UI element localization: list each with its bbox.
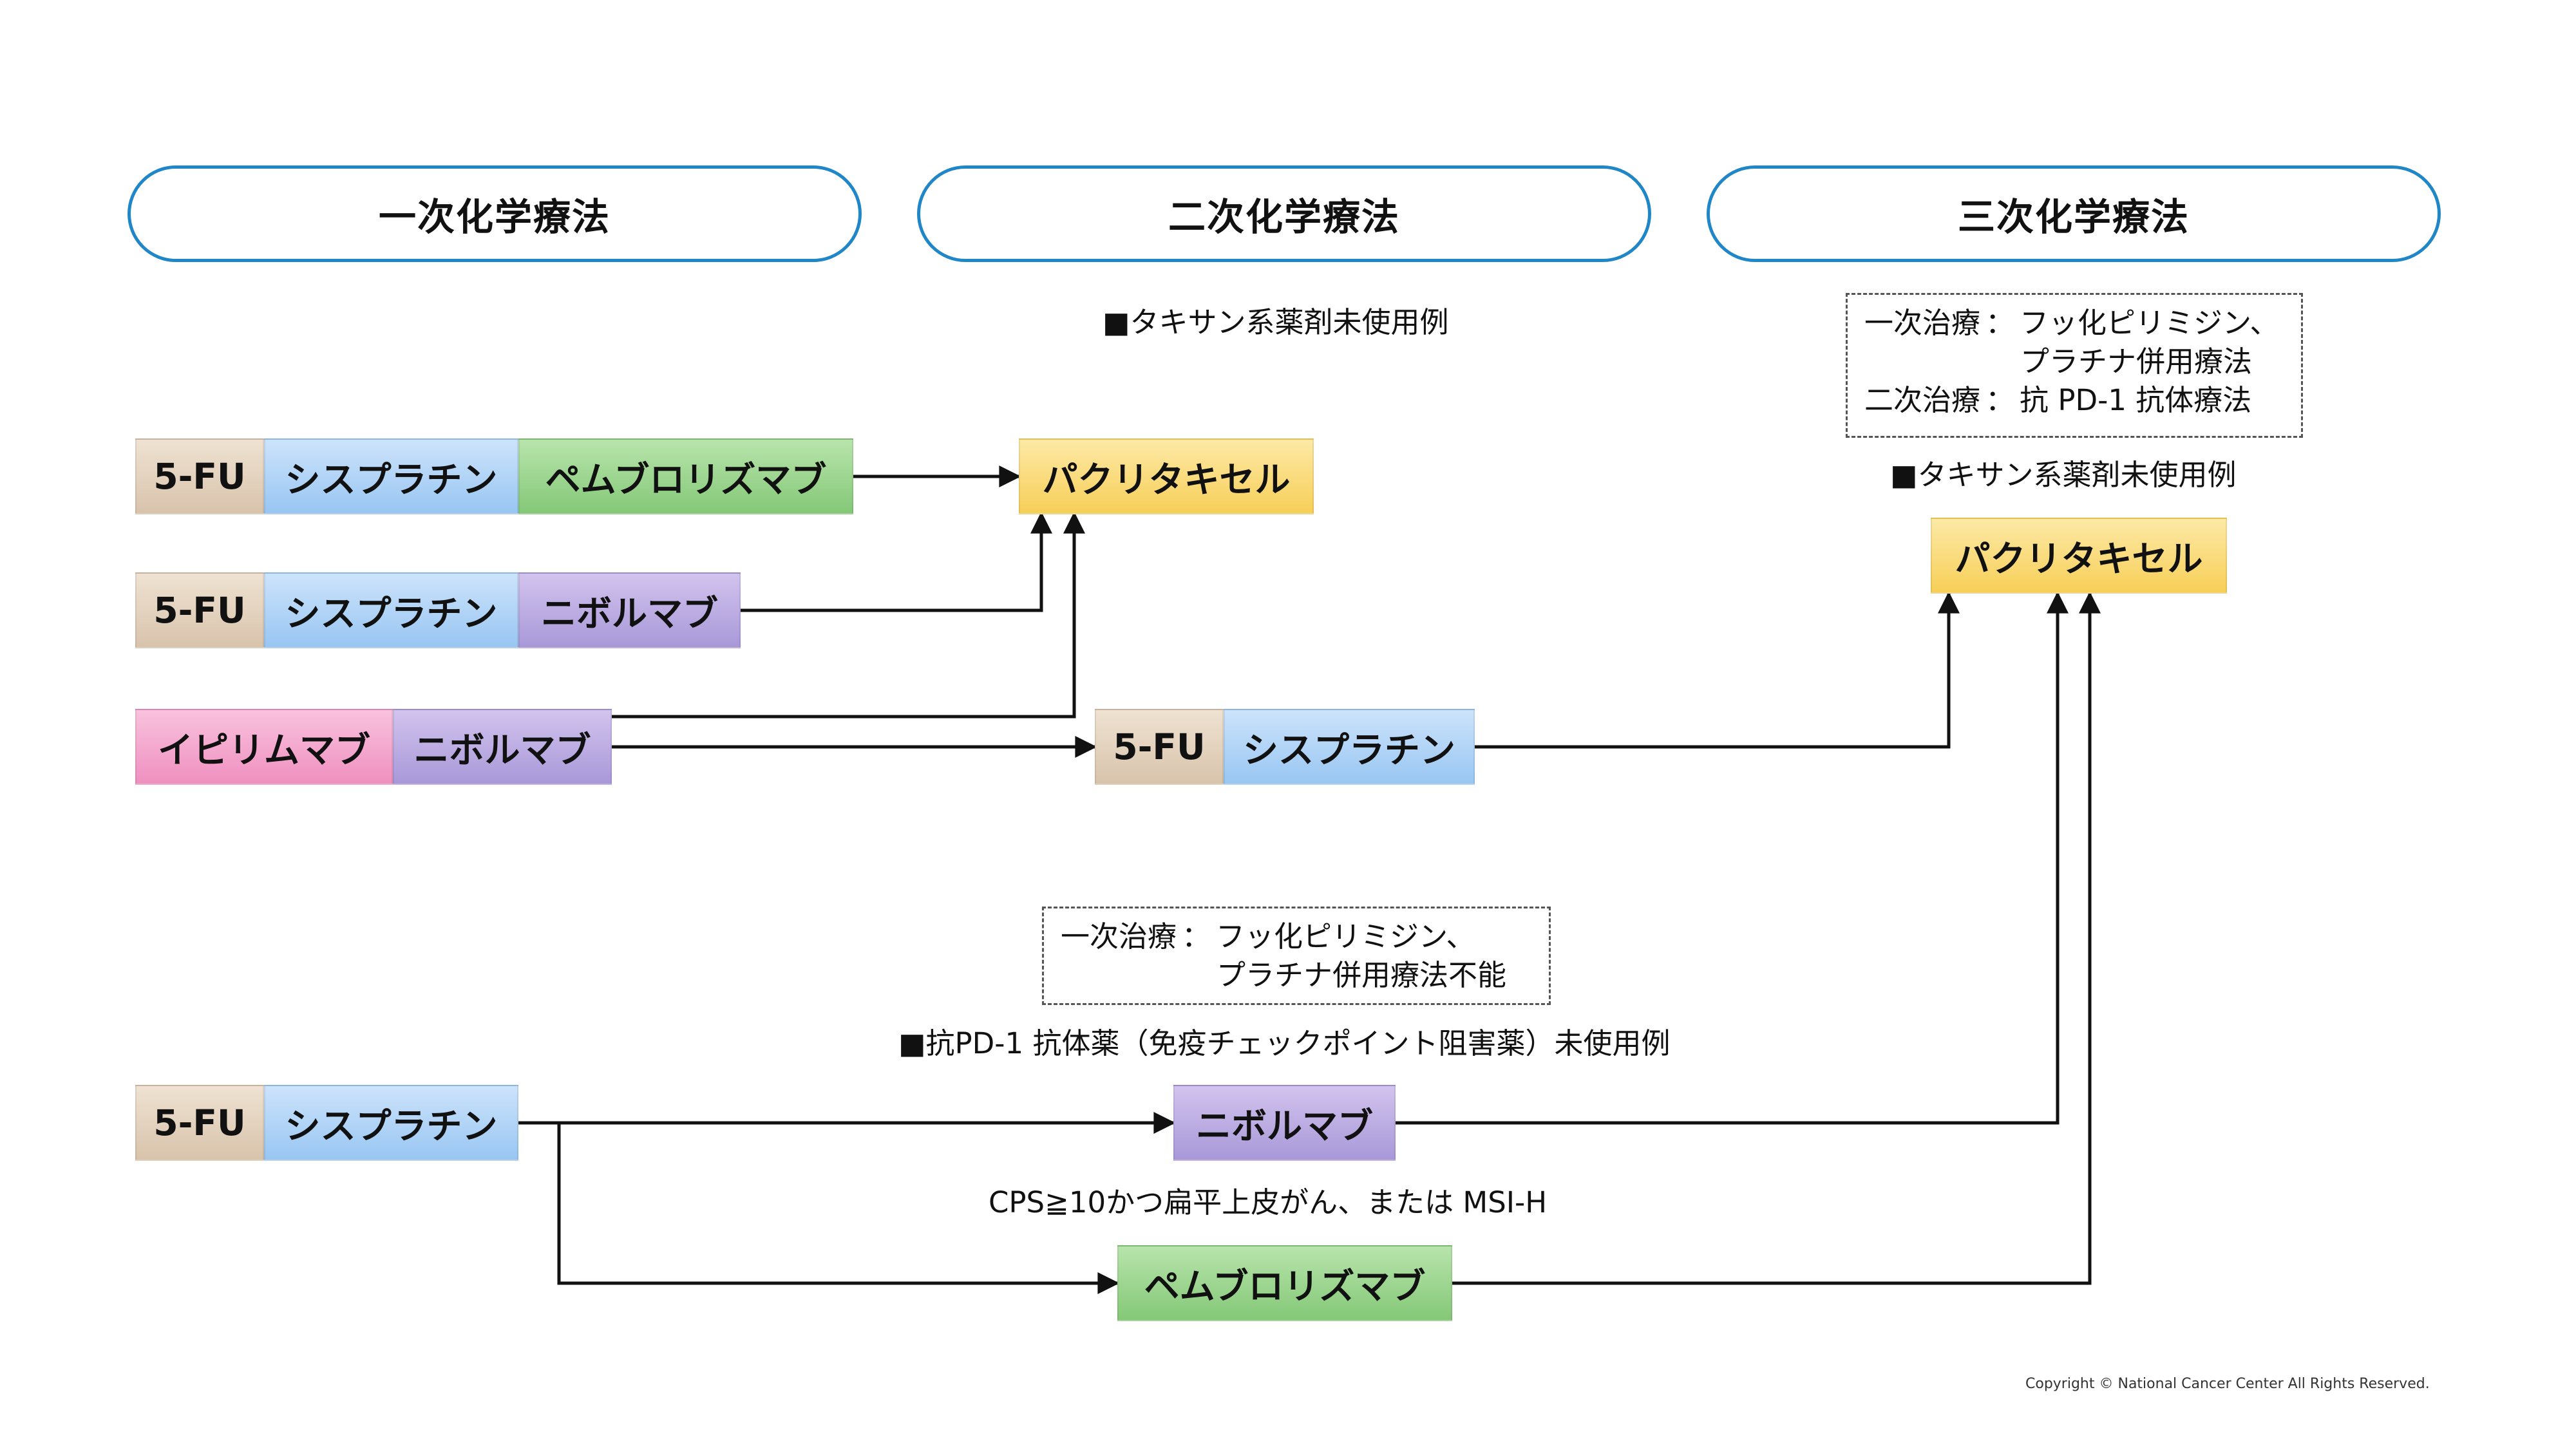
note-text: プラチナ併用療法不能 — [1217, 958, 1507, 992]
regimen2-cisplatin: シスプラチン — [264, 572, 518, 648]
copyright-notice: Copyright © National Cancer Center All R… — [2025, 1376, 2430, 1392]
taxane-unused-label-second: ■タキサン系薬剤未使用例 — [1103, 305, 1449, 339]
regimen5-cisplatin: シスプラチン — [264, 1085, 518, 1161]
regimen1-cisplatin: シスプラチン — [264, 438, 518, 514]
note-head: 一次治療 — [1061, 919, 1177, 954]
second-line-fu: 5-FU — [1095, 709, 1224, 785]
note-third-line-prior-treatment: 一次治療 ： フッ化ピリミジン、 プラチナ併用療法 二次治療 ： 抗 PD-1 … — [1846, 293, 2303, 438]
third-line-paclitaxel: パクリタキセル — [1931, 518, 2227, 594]
note-sep: ： — [1182, 919, 1211, 954]
note-line: 二次治療 ： 抗 PD-1 抗体療法 — [1864, 381, 2284, 420]
arrow-r5-to-pembrolizumab — [557, 1123, 1120, 1294]
arrow-pembrolizumab-to-third-paclitaxel — [1452, 591, 2101, 1285]
note-sep: ： — [1985, 306, 2015, 340]
taxane-unused-label-third: ■タキサン系薬剤未使用例 — [1890, 458, 2237, 492]
note-text: 抗 PD-1 抗体療法 — [2020, 383, 2252, 417]
note-line: 一次治療 ： フッ化ピリミジン、 — [1864, 304, 2284, 343]
note-text: フッ化ピリミジン、 — [2020, 306, 2279, 340]
regimen3-nivolumab: ニボルマブ — [393, 709, 612, 785]
note-line: 一次治療 ： フッ化ピリミジン、 — [1061, 917, 1532, 956]
note-head: 一次治療 — [1864, 306, 1981, 340]
note-line: プラチナ併用療法不能 — [1061, 956, 1532, 995]
arrow-r2-to-paclitaxel — [741, 511, 1052, 612]
note-line: プラチナ併用療法 — [1864, 343, 2284, 381]
regimen5-fu: 5-FU — [135, 1085, 264, 1161]
phase-second-line: 二次化学療法 — [917, 165, 1651, 262]
phase-third-line: 三次化学療法 — [1707, 165, 2441, 262]
cps-condition-label: CPS≧10かつ扁平上皮がん、または MSI-H — [989, 1185, 1548, 1219]
arrow-r3-to-paclitaxel — [612, 511, 1085, 719]
note-second-line-prior-treatment: 一次治療 ： フッ化ピリミジン、 プラチナ併用療法不能 — [1042, 907, 1551, 1005]
second-line-cisplatin: シスプラチン — [1224, 709, 1475, 785]
arrow-nivolumab-to-third-paclitaxel — [1396, 591, 2069, 1125]
regimen2-fu: 5-FU — [135, 572, 264, 648]
regimen3-ipilimumab: イピリムマブ — [135, 709, 393, 785]
second-line-pembrolizumab: ペムブロリズマブ — [1117, 1245, 1452, 1321]
note-text: プラチナ併用療法 — [2020, 344, 2253, 379]
regimen2-nivolumab: ニボルマブ — [518, 572, 741, 648]
phase-first-line: 一次化学療法 — [128, 165, 862, 262]
arrow-fu-cis-to-third-paclitaxel — [1475, 591, 1960, 749]
second-line-paclitaxel: パクリタキセル — [1019, 438, 1314, 514]
note-text: フッ化ピリミジン、 — [1216, 919, 1475, 954]
regimen1-pembrolizumab: ペムブロリズマブ — [518, 438, 853, 514]
note-head: 二次治療 — [1864, 383, 1981, 417]
regimen1-fu: 5-FU — [135, 438, 264, 514]
pd1-unused-label: ■抗PD-1 抗体薬（免疫チェックポイント阻害薬）未使用例 — [898, 1026, 1671, 1060]
second-line-nivolumab: ニボルマブ — [1173, 1085, 1396, 1161]
note-sep: ： — [1985, 383, 2015, 417]
